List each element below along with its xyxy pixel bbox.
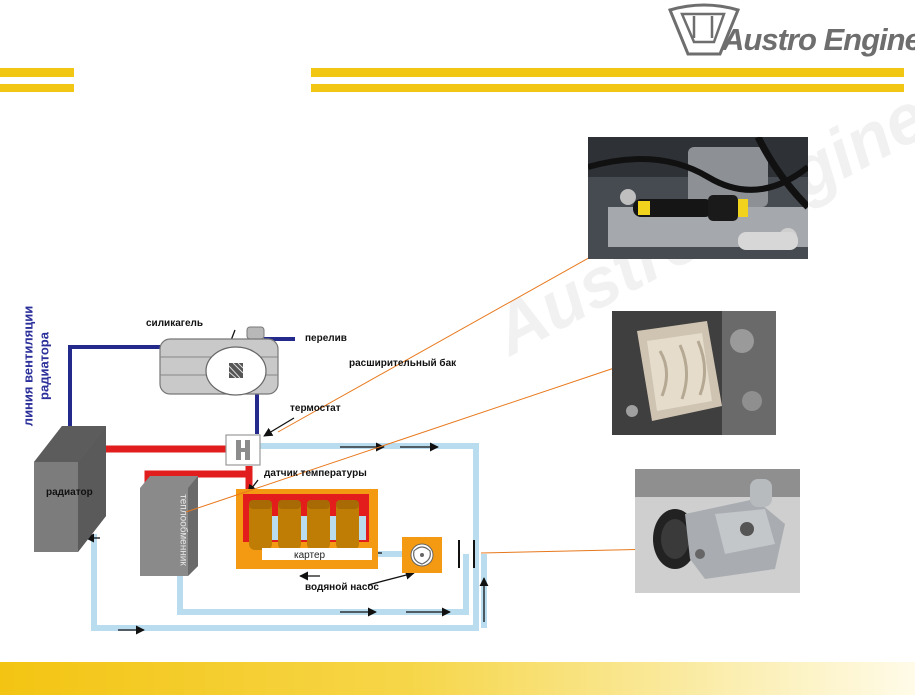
water-pump-shape <box>402 537 475 573</box>
austro-engine-logo-icon <box>667 3 741 56</box>
photo-water-pump <box>635 469 800 593</box>
vent-side-label-line2: радиатора <box>36 332 52 400</box>
heat-exchanger-shape <box>140 476 198 576</box>
brand-name: Austro Engine <box>722 22 915 57</box>
label-crankcase: картер <box>294 550 326 561</box>
engine-block-shape <box>236 489 378 569</box>
header-bar-left-top <box>0 68 74 77</box>
photo-heat-exchanger <box>612 311 776 435</box>
header-bar-right-bottom <box>311 84 904 92</box>
label-radiator: радиатор <box>46 487 93 498</box>
radiator-block <box>34 426 106 552</box>
label-heat-exchanger: теплообменник <box>177 494 189 566</box>
label-water-pump: водяной насос <box>305 582 379 593</box>
footer-bar <box>0 662 915 695</box>
label-expansion-tank: расширительный бак <box>349 358 457 369</box>
header-bar-right-top <box>311 68 904 77</box>
label-silicagel: силикагель <box>146 318 204 329</box>
header-bar-left-bottom <box>0 84 74 92</box>
label-thermostat: термостат <box>290 403 341 414</box>
vent-side-label-line1: линия вентиляции <box>20 305 36 427</box>
label-temp-sensor: датчик температуры <box>264 468 367 479</box>
photo-thermostat <box>588 137 808 259</box>
label-overflow: перелив <box>305 333 347 344</box>
expansion-tank-shape <box>159 326 279 396</box>
thermostat-shape <box>225 434 261 466</box>
